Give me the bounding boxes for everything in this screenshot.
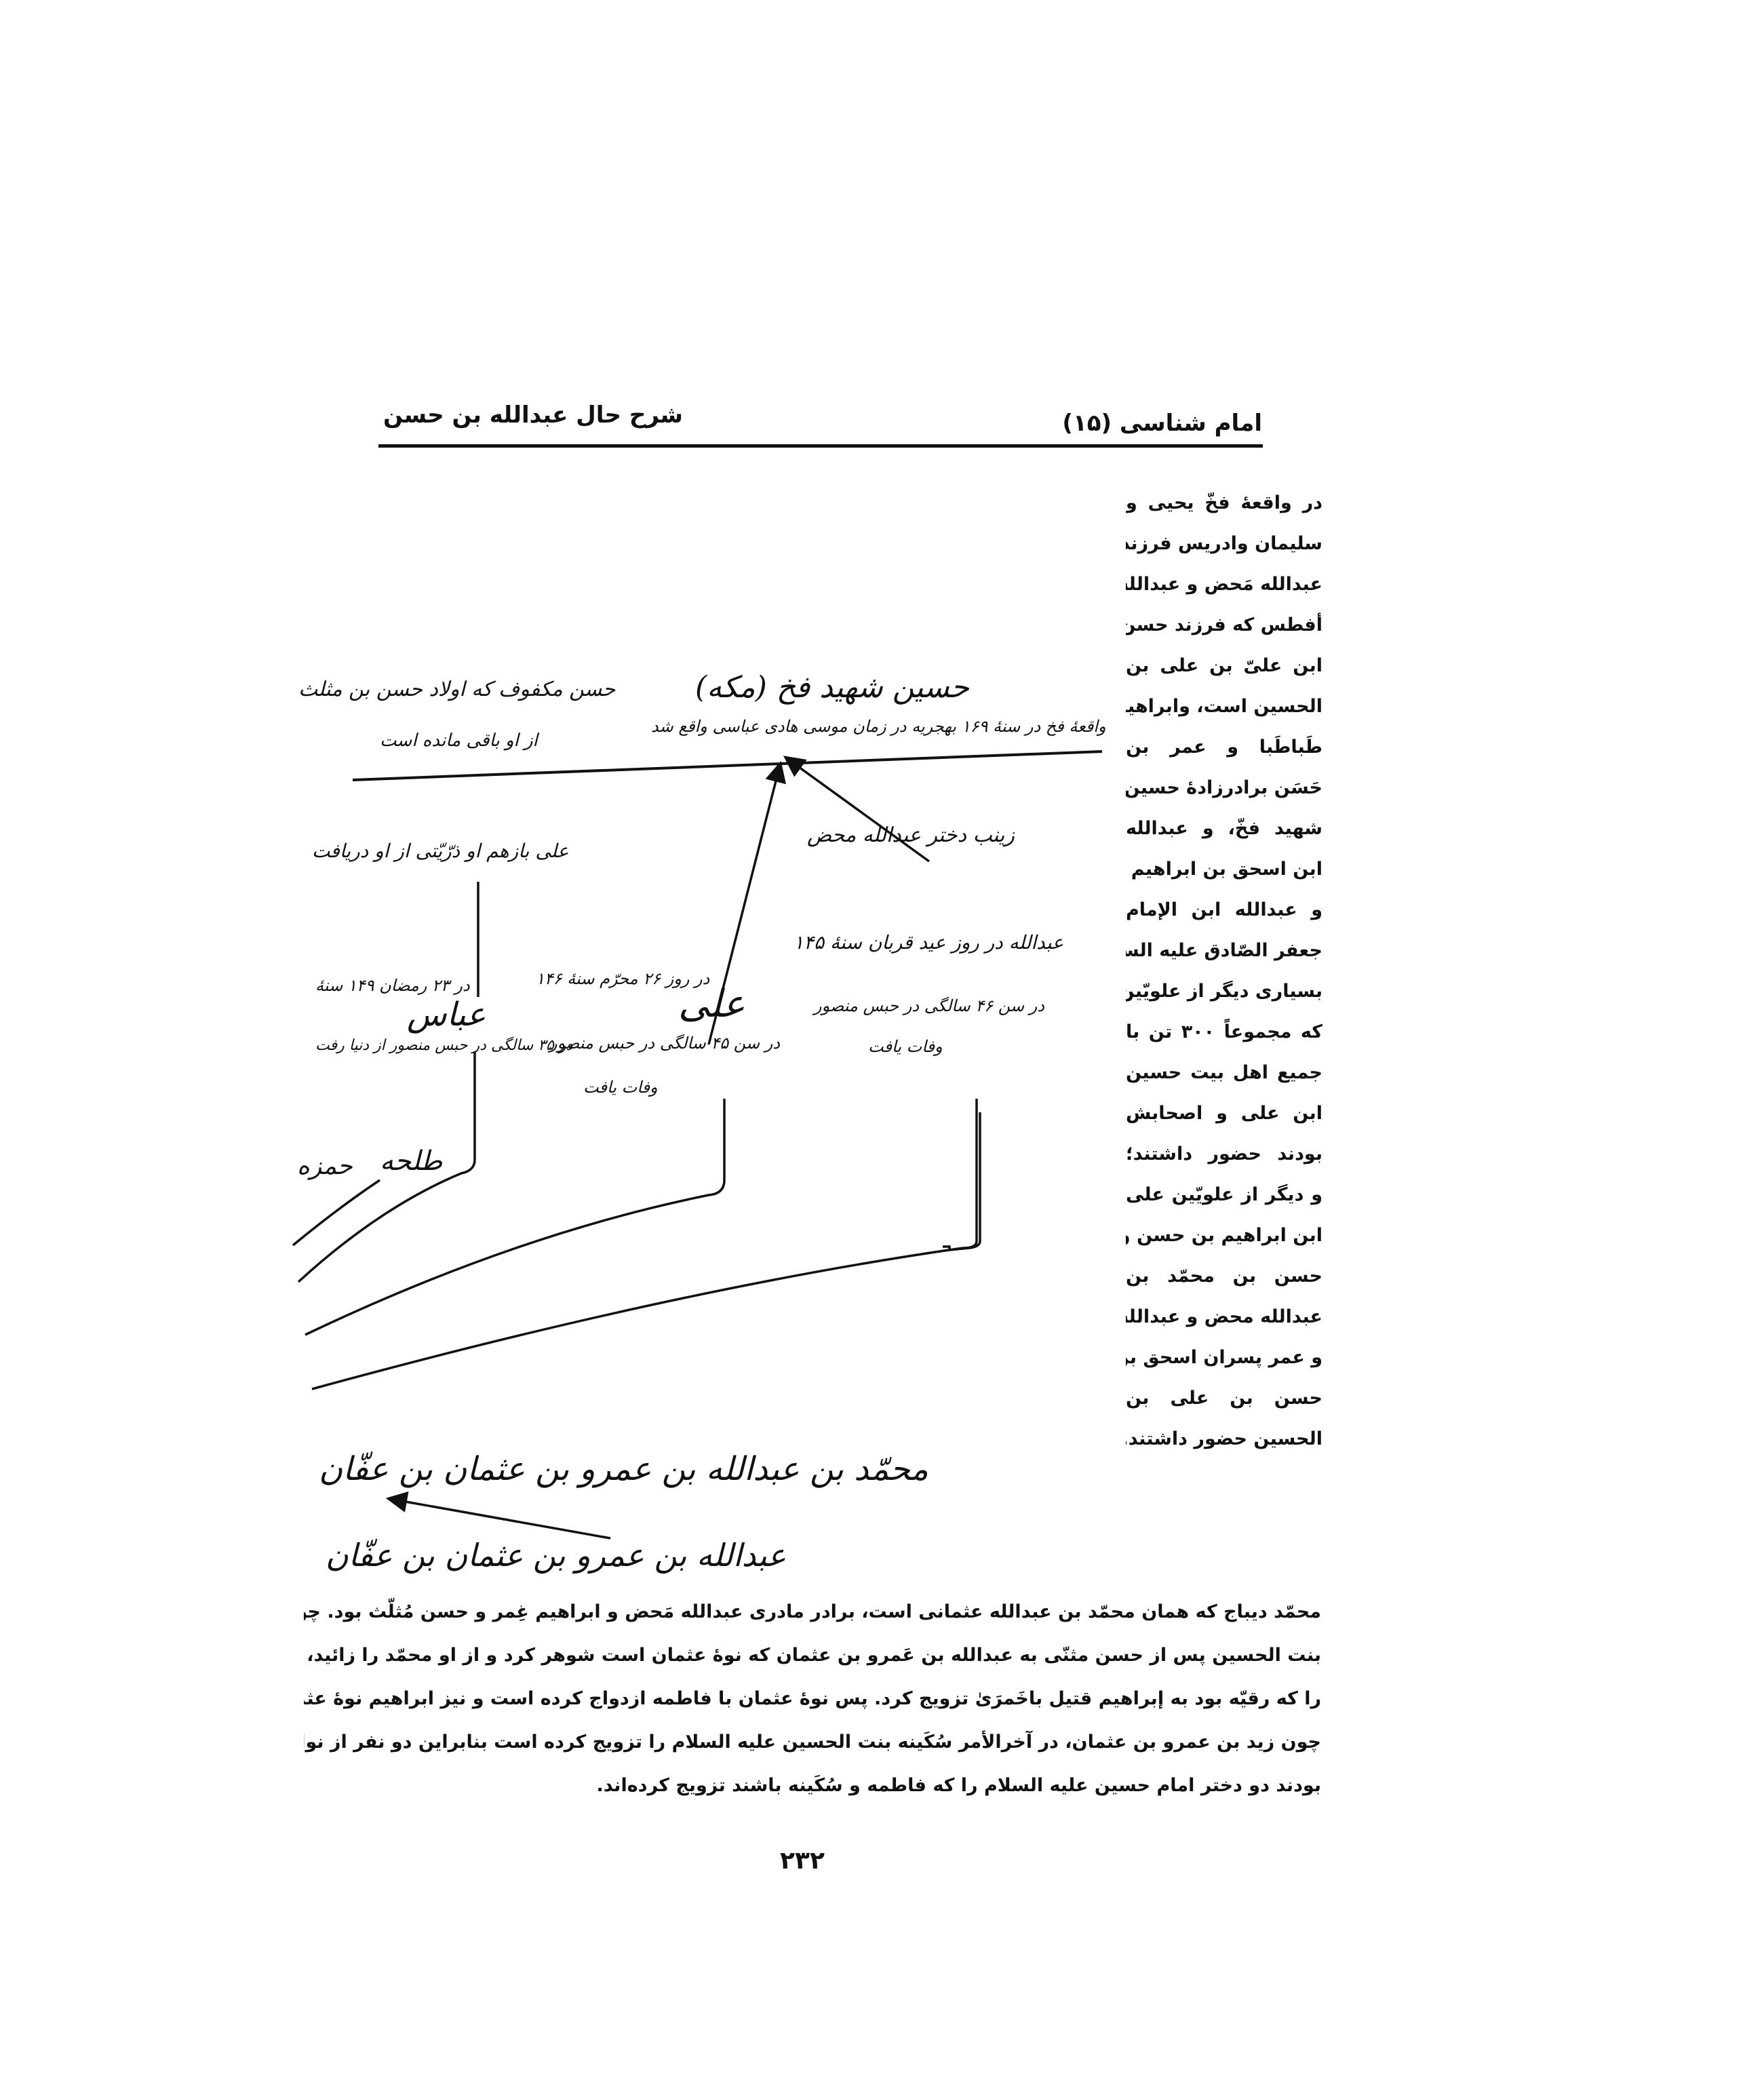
husayn-label: حسین شهید فخ (مکه) (695, 670, 969, 705)
sidebar-text: در واقعهٔ فخّ یحیی و سلیمان وادریس فرزند… (1126, 483, 1322, 1460)
arrow-ali (707, 760, 787, 1045)
abbas-label: عباس (407, 996, 486, 1034)
sidebar-line: عبدالله محض و عبدالله (1126, 1306, 1322, 1327)
sidebar-line: الحسین است، وابراهیم (1126, 696, 1322, 717)
sidebar-line: و عبدالله ابن الإمام (1126, 899, 1322, 920)
talha-label: طلحه (380, 1146, 443, 1177)
ali-main-note-1: در روز ۲۶ محرّم سنهٔ ۱۴۶ (536, 969, 710, 988)
zaynab-label: زینب دختر عبدالله محض (807, 823, 1015, 847)
branch-abdullah (943, 1112, 981, 1251)
body-line: بودند دو دختر امام حسین علیه السلام را ک… (596, 1775, 1321, 1796)
ali-small-label: علی بازهم او ذرّیّتی از او دریافت (312, 840, 569, 862)
line-abbas (297, 1051, 476, 1283)
sidebar-line: حسن بن علی بن (1126, 1388, 1322, 1409)
sidebar-line: بسیاری دیگر از علویّین (1126, 981, 1322, 1002)
sidebar-line: جعفر الصّادق علیه السلام و (1126, 940, 1322, 961)
sidebar-line: در واقعهٔ فخّ یحیی و (1126, 492, 1322, 513)
hasan-mukfuf-note: از او باقی مانده است (380, 730, 538, 751)
chapter-title: شرح حال عبدالله بن حسن (383, 402, 683, 429)
body-line: را که رقیّه بود به إبراهیم قتیل باخَمرَی… (304, 1688, 1321, 1709)
line-ali (305, 1099, 726, 1336)
abdullah-note-2: در سن ۴۶ سالگی در حبس منصور (814, 996, 1045, 1015)
sidebar-line: جمیع اهل بیت حسین (1126, 1062, 1322, 1083)
body-line: بنت الحسین پس از حسن مثنّی به عبدالله بن… (304, 1645, 1321, 1666)
sidebar-line: که مجموعاً ۳۰۰ تن با (1126, 1021, 1322, 1042)
ali-main-note-3: وفات یافت (583, 1078, 658, 1097)
sidebar-line: و دیگر از علویّین علی (1126, 1184, 1322, 1205)
body-paragraph: محمّد دیباج که همان محمّد بن عبدالله عثم… (304, 1590, 1321, 1807)
sidebar-line: طَباطَبا و عمر بن (1126, 737, 1322, 758)
sidebar-line: شهید فخّ، و عبدالله (1126, 818, 1322, 839)
hamza-label: حمزه (297, 1152, 353, 1180)
sidebar-line: حسن بن محمّد بن (1126, 1266, 1322, 1287)
body-line: چون زید بن عمرو بن عثمان، در آخرالأمر سُ… (304, 1732, 1321, 1753)
book-title: امام شناسی (۱۵) (1062, 410, 1262, 437)
sidebar-line: بودند حضور داشتند؛ (1126, 1144, 1322, 1165)
abdullah-note-3: وفات یافت (868, 1037, 943, 1056)
body-line: محمّد دیباج که همان محمّد بن عبدالله عثم… (304, 1601, 1321, 1622)
main-line (352, 750, 1103, 781)
sidebar-line: ابن علیّ بن علی بن (1126, 655, 1322, 676)
sidebar-line: و عمر پسران اسحق بن (1126, 1347, 1322, 1368)
ali-main-note-2: در سن ۴۵ سالگی در حبس منصور (549, 1034, 781, 1053)
fakh-note: واقعهٔ فخ در سنهٔ ۱۶۹ بهجریه در زمان موس… (651, 717, 1106, 736)
muhammad-lineage: محمّد بن عبدالله بن عمرو بن عثمان بن عفّ… (319, 1450, 928, 1488)
abdullah-uthman-lineage: عبدالله بن عمرو بن عثمان بن عفّان (326, 1537, 787, 1574)
line-abdullah (311, 1099, 978, 1390)
sidebar-line: ابن اسحق بن ابراهیم غمر (1126, 859, 1322, 880)
abbas-note-1: در ۲۳ رمضان ۱۴۹ سنهٔ (315, 976, 470, 995)
hasan-mukfuf-label: حسن مکفوف که اولاد حسن بن مثلث (298, 678, 616, 701)
arrow-zaynab (783, 756, 930, 863)
sidebar-line: الحسین حضور داشتند. (1126, 1428, 1322, 1449)
sidebar-line: أفطس که فرزند حسن (1126, 614, 1322, 636)
ali-main-label: علی (678, 982, 745, 1026)
sidebar-line: حَسَن برادرزادهٔ حسین (1126, 777, 1322, 798)
sidebar-line: ابن علی و اصحابش (1126, 1103, 1322, 1124)
abdullah-label: عبدالله در روز عید قربان سنهٔ ۱۴۵ (793, 931, 1064, 954)
header-rule (378, 444, 1263, 448)
sidebar-line: عبدالله مَحض و عبدالله (1126, 574, 1322, 595)
line-talha (292, 1179, 380, 1247)
arrow-lineage (385, 1491, 611, 1540)
page-number: ۲۳۲ (780, 1847, 825, 1875)
abbas-note-2: در ۳۵ سالگی در حبس منصور از دنیا رفت (315, 1037, 573, 1054)
sidebar-line: سلیمان وادریس فرزندان (1126, 533, 1322, 554)
sidebar-line: ابن ابراهیم بن حسن و (1126, 1225, 1322, 1246)
